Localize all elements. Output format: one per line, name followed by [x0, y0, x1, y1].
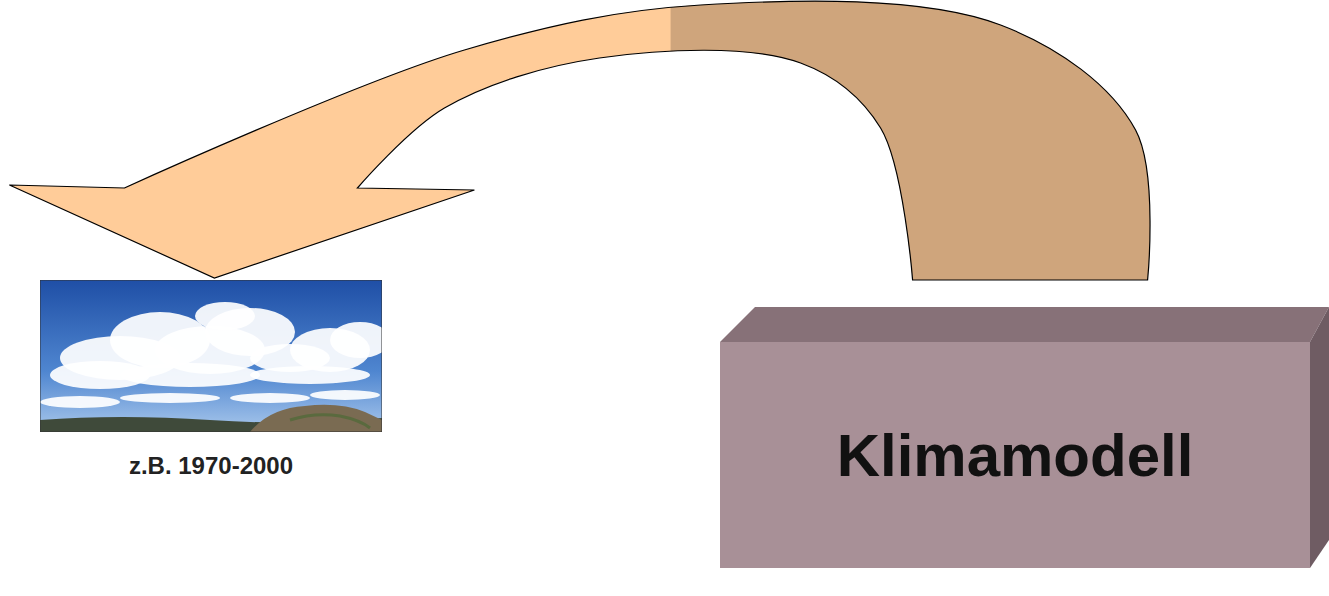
arrow-outline	[9, 1, 1150, 280]
photo-caption: z.B. 1970-2000	[40, 452, 382, 480]
arrow-body	[9, 1, 1150, 280]
model-box: Klimamodell	[720, 307, 1329, 568]
curved-arrow	[9, 1, 1150, 280]
box-label: Klimamodell	[837, 421, 1194, 490]
arrow-shade	[671, 1, 1150, 280]
sky-photo	[40, 280, 382, 432]
photo-node: z.B. 1970-2000	[40, 280, 382, 480]
